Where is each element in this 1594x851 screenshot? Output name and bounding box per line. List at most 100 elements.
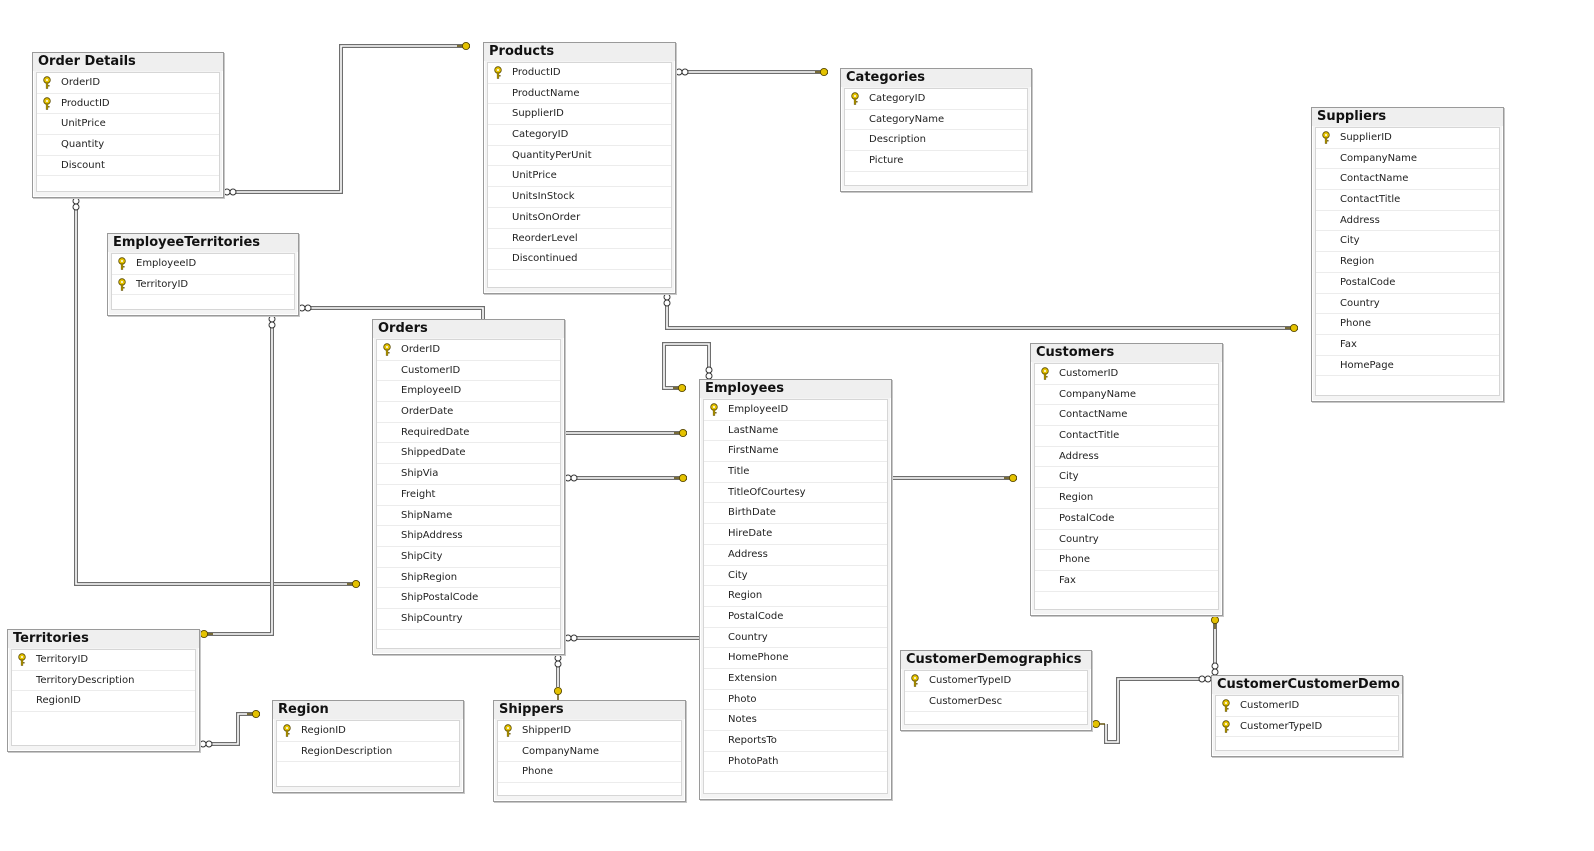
column-row[interactable]: Discount [37,156,219,177]
column-row[interactable]: CompanyName [498,742,681,763]
column-row[interactable]: TerritoryID [112,275,294,296]
column-row[interactable]: ContactTitle [1316,190,1499,211]
column-row[interactable]: HireDate [704,524,887,545]
column-row[interactable]: OrderDate [377,402,560,423]
column-row[interactable]: TitleOfCourtesy [704,483,887,504]
column-row[interactable]: RegionID [277,721,459,742]
column-row[interactable]: HomePage [1316,356,1499,377]
column-row[interactable]: ShipName [377,506,560,527]
column-row[interactable]: UnitPrice [37,114,219,136]
column-row[interactable]: BirthDate [704,503,887,525]
column-row[interactable]: ContactTitle [1035,426,1218,447]
column-row[interactable]: LastName [704,421,887,442]
column-row[interactable]: Quantity [37,135,219,156]
column-row[interactable]: Picture [845,151,1027,172]
column-row[interactable]: Extension [704,669,887,690]
column-row[interactable]: CompanyName [1316,149,1499,170]
column-row[interactable]: RequiredDate [377,423,560,444]
column-row[interactable]: CustomerTypeID [905,671,1087,692]
column-row[interactable]: EmployeeID [112,254,294,275]
column-row[interactable]: CategoryName [845,110,1027,131]
column-row[interactable]: Phone [498,762,681,784]
column-row[interactable]: Region [704,586,887,607]
column-row[interactable]: City [1316,231,1499,253]
column-row[interactable]: EmployeeID [377,381,560,403]
column-row[interactable]: CustomerID [1035,364,1218,385]
column-row[interactable]: CustomerID [377,361,560,382]
column-row[interactable]: HomePhone [704,648,887,669]
column-row[interactable]: UnitsOnOrder [488,208,671,229]
column-row[interactable]: ShipperID [498,721,681,742]
column-row[interactable]: ContactName [1035,405,1218,427]
column-row[interactable]: TerritoryDescription [12,671,195,692]
column-row[interactable]: CustomerTypeID [1216,717,1398,738]
column-row[interactable]: SupplierID [1316,128,1499,149]
column-row[interactable]: ProductID [37,94,219,115]
column-row[interactable]: CustomerID [1216,696,1398,717]
column-row[interactable]: Phone [1316,314,1499,335]
column-row[interactable]: Address [1035,447,1218,468]
column-row[interactable]: PostalCode [1316,273,1499,294]
column-row[interactable]: FirstName [704,441,887,463]
column-row[interactable]: ShipCity [377,547,560,568]
column-row[interactable]: City [704,566,887,587]
column-row[interactable]: Fax [1316,335,1499,356]
column-row[interactable]: OrderID [37,73,219,94]
column-row[interactable]: City [1035,467,1218,489]
column-row[interactable]: CategoryID [845,89,1027,110]
column-row[interactable]: ShippedDate [377,443,560,465]
column-row[interactable]: PhotoPath [704,752,887,773]
column-row[interactable]: ShipCountry [377,609,560,630]
column-row[interactable]: Country [1035,530,1218,551]
column-row[interactable]: Notes [704,710,887,731]
column-row[interactable]: Address [704,545,887,566]
column-row[interactable]: RegionDescription [277,742,459,763]
column-row[interactable]: RegionID [12,691,195,713]
column-row[interactable]: ShipVia [377,464,560,485]
column-row[interactable]: ProductID [488,63,671,84]
column-row[interactable]: SupplierID [488,104,671,126]
column-row[interactable]: QuantityPerUnit [488,146,671,167]
column-row[interactable]: ReportsTo [704,731,887,752]
column-row[interactable]: Freight [377,485,560,506]
column-row[interactable]: CompanyName [1035,385,1218,406]
column-row[interactable]: UnitsInStock [488,187,671,208]
column-row[interactable]: Photo [704,690,887,711]
column-row[interactable]: Country [1316,294,1499,315]
column-row[interactable]: Discontinued [488,249,671,270]
column-row[interactable]: Title [704,462,887,483]
column-row[interactable]: PostalCode [704,607,887,628]
column-row[interactable]: Country [704,628,887,649]
column-row[interactable]: Region [1316,252,1499,273]
column-row[interactable]: CategoryID [488,125,671,146]
column-row[interactable]: ReorderLevel [488,229,671,250]
column-row[interactable]: TerritoryID [12,650,195,671]
column-row[interactable]: ShipPostalCode [377,588,560,609]
column-row[interactable]: ShipRegion [377,568,560,589]
column-row[interactable]: CustomerDesc [905,692,1087,713]
column-row[interactable]: Description [845,130,1027,152]
column-row[interactable]: ProductName [488,84,671,105]
column-row[interactable]: Phone [1035,550,1218,571]
column-row[interactable]: ShipAddress [377,526,560,547]
column-row[interactable]: Address [1316,211,1499,232]
column-row[interactable]: PostalCode [1035,509,1218,530]
column-row[interactable]: EmployeeID [704,400,887,421]
column-row[interactable]: ContactName [1316,169,1499,191]
column-row[interactable]: OrderID [377,340,560,361]
column-row[interactable]: Fax [1035,571,1218,592]
column-row[interactable]: Region [1035,488,1218,509]
